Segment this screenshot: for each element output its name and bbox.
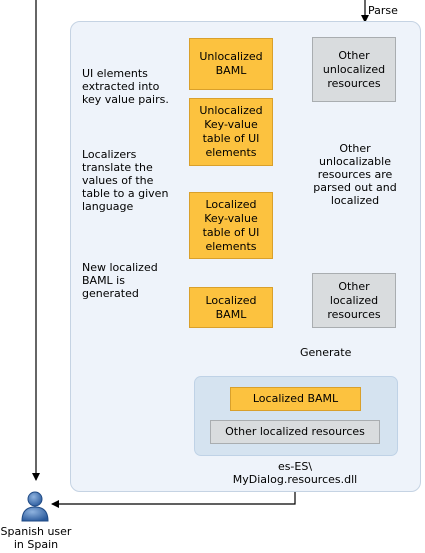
note-translate: Localizers translate the values of the t… xyxy=(82,148,169,213)
user-icon xyxy=(21,491,49,522)
unlocalized-baml-box: Unlocalized BAML xyxy=(189,38,273,90)
parse-label: Parse xyxy=(368,4,398,17)
other-localized-resources-box: Other localized resources xyxy=(312,273,396,328)
unlocalized-key-value-table-box: Unlocalized Key-value table of UI elemen… xyxy=(189,98,273,166)
generate-label: Generate xyxy=(300,346,352,359)
output-localized-baml-box: Localized BAML xyxy=(230,387,361,411)
other-unlocalized-resources-box: Other unlocalized resources xyxy=(312,37,396,102)
arrow-output-to-user xyxy=(51,490,296,508)
note-extracted: UI elements extracted into key value pai… xyxy=(82,67,169,106)
localized-key-value-table-box: Localized Key-value table of UI elements xyxy=(189,192,273,259)
note-generated: New localized BAML is generated xyxy=(82,261,158,300)
note-parsed-out: Other unlocalizable resources are parsed… xyxy=(313,142,397,207)
user-label: Spanish user in Spain xyxy=(0,525,72,551)
output-assembly-label: es-ES\ MyDialog.resources.dll xyxy=(232,460,358,486)
localized-baml-box: Localized BAML xyxy=(189,287,273,328)
output-other-localized-resources-box: Other localized resources xyxy=(210,420,380,444)
